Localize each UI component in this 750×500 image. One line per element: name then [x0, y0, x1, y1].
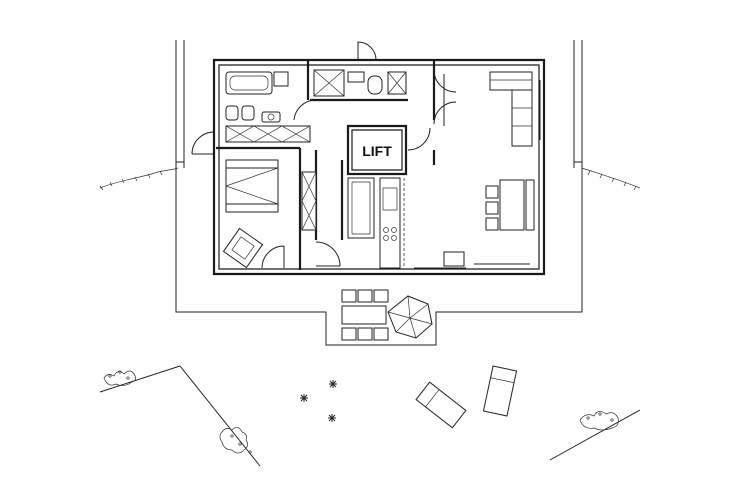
hall-door: [294, 100, 316, 120]
shrub-right: [580, 411, 618, 430]
terrace-outline: [176, 40, 582, 345]
bathroom: [226, 72, 288, 122]
terrain-edge-right: [582, 168, 640, 190]
kitchen-island: [348, 178, 374, 238]
wardrobe-bedroom: [226, 126, 310, 142]
flowers: [300, 380, 337, 422]
wc: [348, 72, 406, 94]
terrace-chairs: [342, 290, 388, 340]
shrub-bottom-left: [220, 427, 251, 453]
sun-lounger-1: [416, 382, 466, 428]
lift-shaft: LIFT: [348, 126, 430, 174]
left-terrace-door: [192, 132, 214, 154]
living-door: [434, 70, 456, 124]
corridor-door-bottom: [316, 242, 340, 266]
bedroom-door: [262, 246, 284, 268]
sun-lounger-2: [483, 366, 516, 416]
entrance-door: [358, 42, 376, 60]
shower: [314, 70, 344, 96]
garden-slope-right: [550, 410, 640, 460]
parasol: [388, 296, 432, 338]
windows: [414, 74, 540, 268]
dining-table: [486, 180, 534, 230]
shrub-left: [104, 371, 136, 386]
kitchen-counter: [380, 178, 404, 268]
sofa: [490, 72, 532, 146]
terrain-edge-left: [100, 168, 178, 190]
armchair: [224, 229, 263, 268]
wardrobe-corridor: [302, 172, 316, 230]
garden-slope-left: [100, 366, 260, 466]
bed: [226, 160, 278, 212]
lift-label: LIFT: [362, 143, 392, 159]
